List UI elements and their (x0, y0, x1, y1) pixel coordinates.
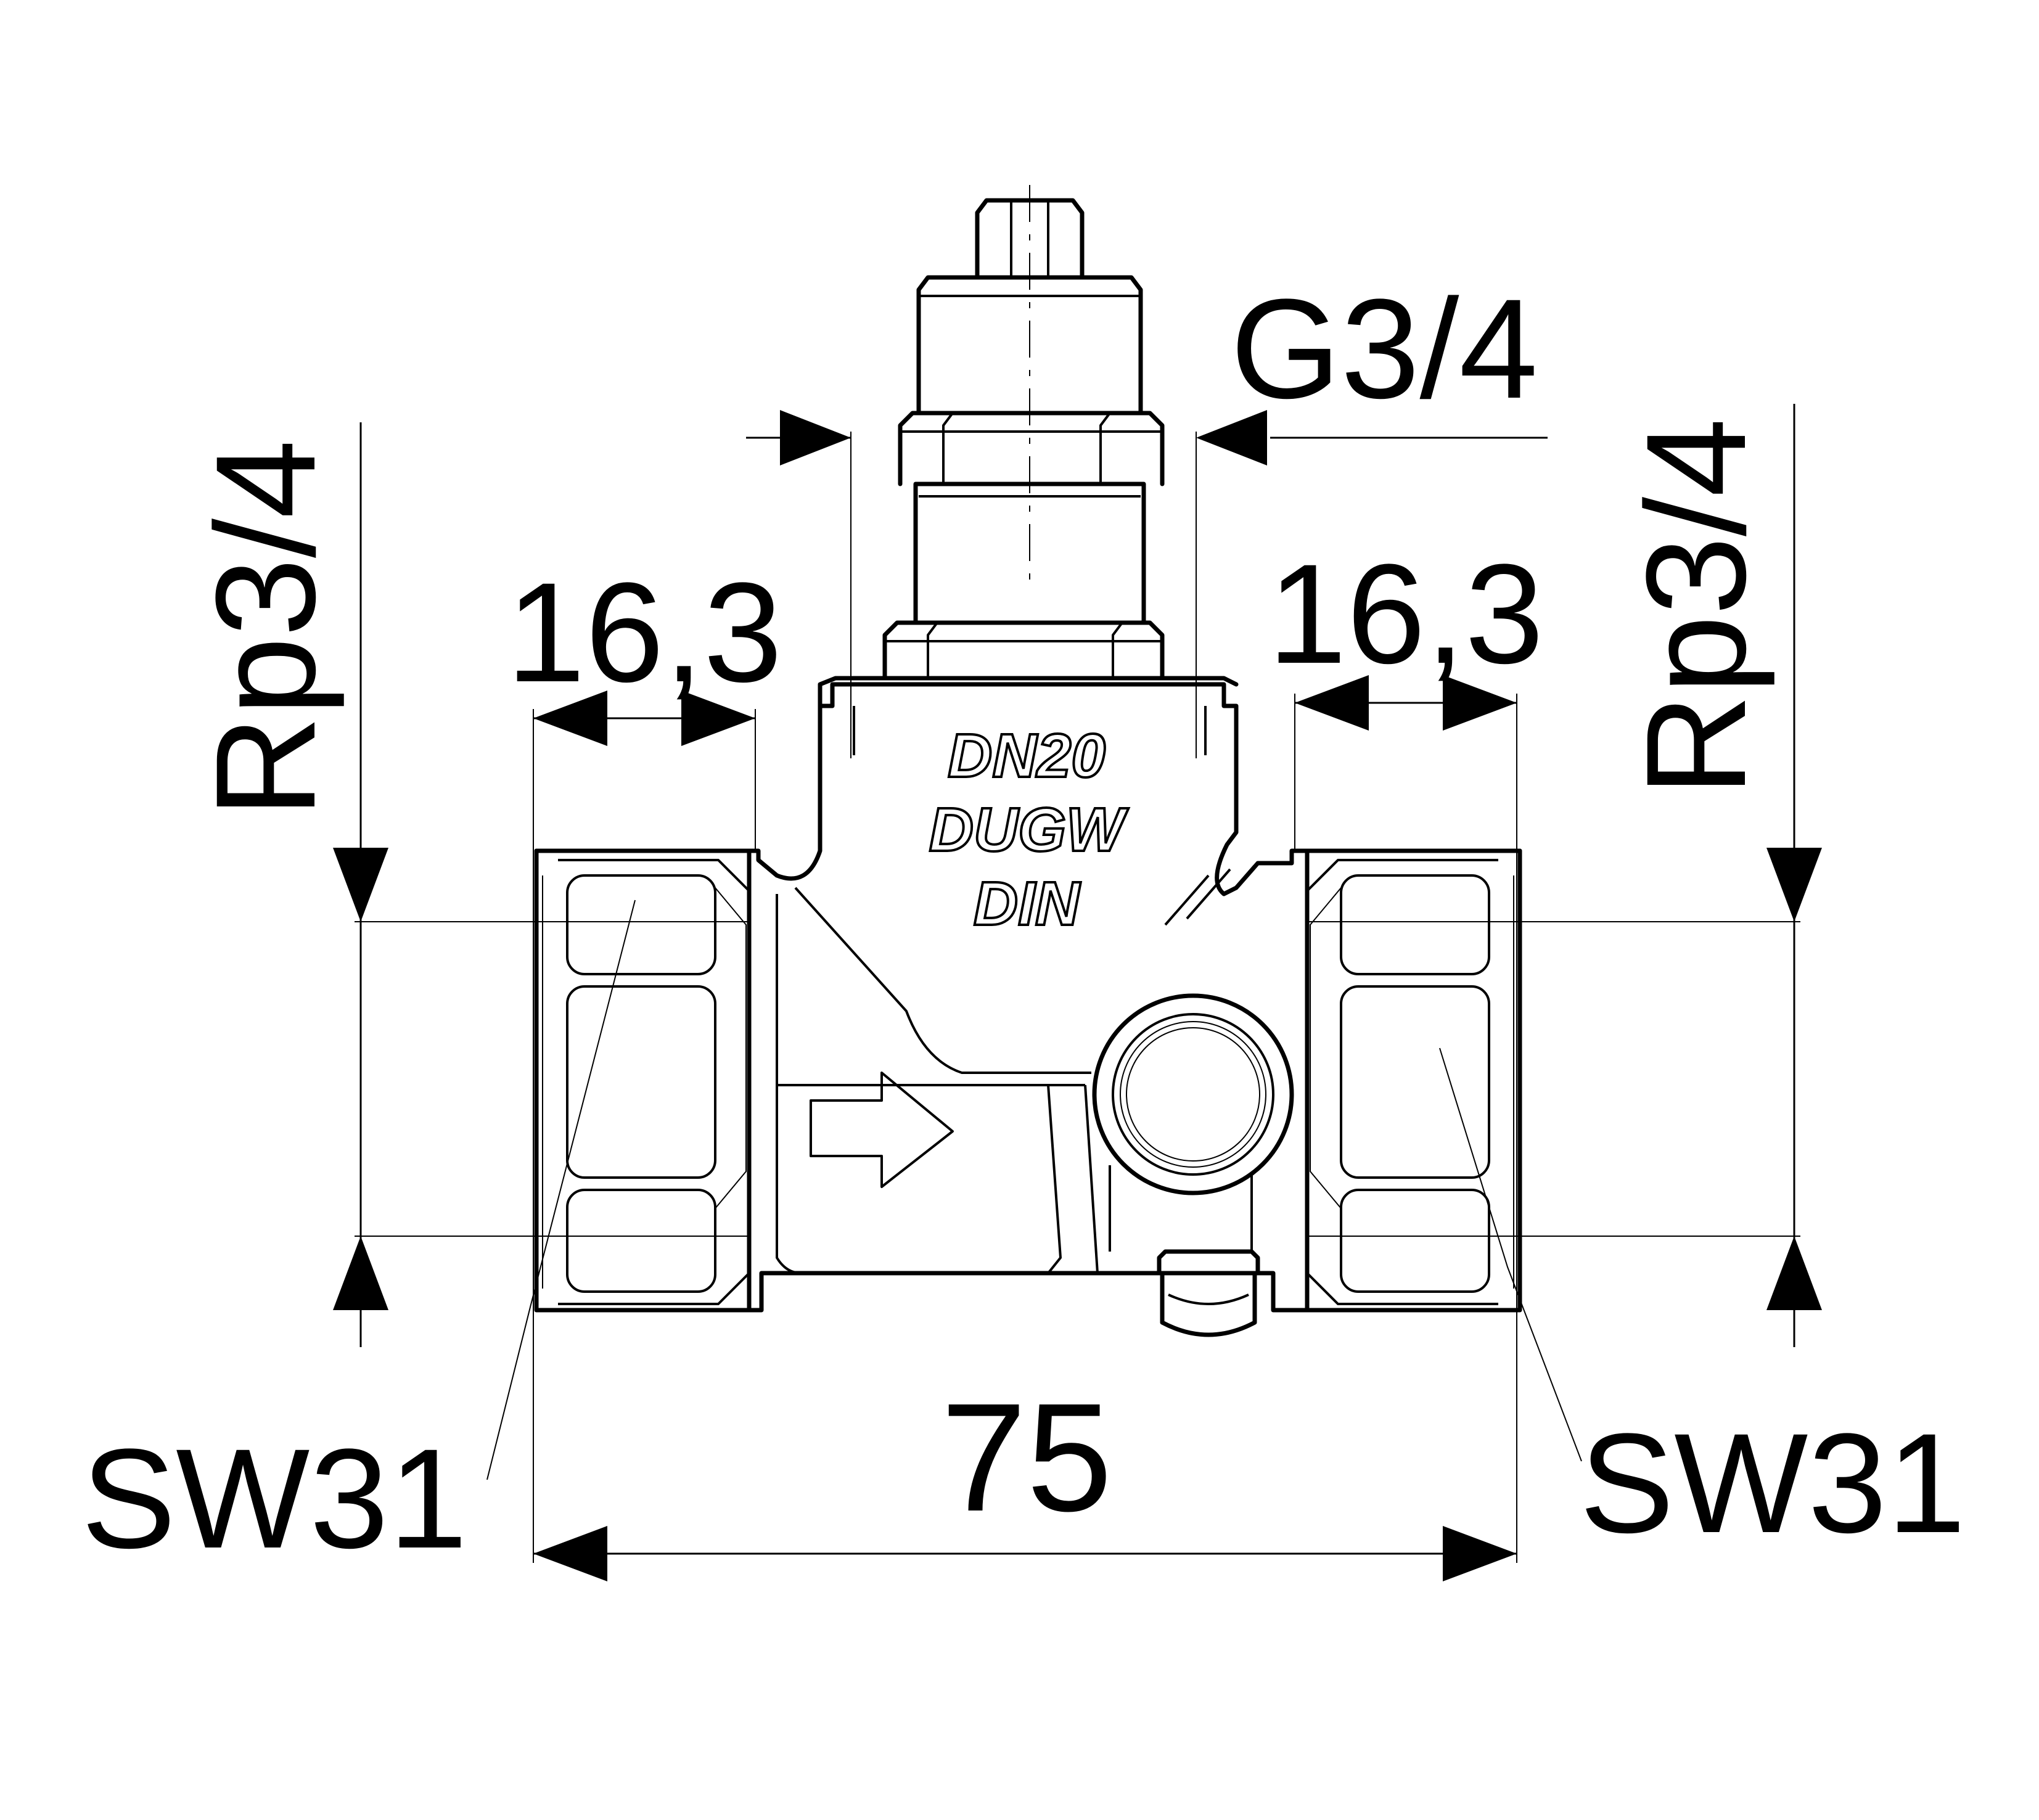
arrow-left-icon (533, 691, 607, 746)
label-left-thread: Rp3/4 (186, 440, 345, 818)
arrow-down-icon (1766, 848, 1822, 922)
arrow-right-icon (1443, 675, 1517, 731)
label-right-wrench: SW31 (1580, 1404, 1966, 1562)
label-left-wrench: SW31 (81, 1419, 467, 1578)
arrow-up-icon (333, 1236, 388, 1310)
arrow-right-icon (681, 691, 755, 746)
dimension-labels: G3/4 16,3 16,3 Rp3/4 Rp3/4 75 SW31 SW31 (81, 269, 1966, 1578)
marking-dugw: DUGW (929, 795, 1129, 864)
marking-dn20: DN20 (948, 721, 1106, 790)
body-markings: DN20 DUGW DIN (928, 720, 1130, 940)
arrow-up-icon (1766, 1236, 1822, 1310)
arrow-down-icon (333, 848, 388, 922)
label-g34: G3/4 (1231, 269, 1538, 428)
valve-body (534, 676, 1522, 1337)
dimension-lines (333, 404, 1822, 1581)
arrow-right-icon (780, 410, 851, 465)
label-left-depth: 16,3 (506, 553, 782, 711)
label-right-depth: 16,3 (1268, 535, 1544, 693)
arrow-left-icon (1196, 410, 1267, 465)
arrow-left-icon (1295, 675, 1369, 731)
arrow-left-icon (533, 1526, 607, 1581)
arrow-right-icon (1443, 1526, 1517, 1581)
right-arrow-icon (810, 1072, 954, 1188)
upper-fitting (882, 185, 1165, 681)
marking-din: DIN (974, 869, 1081, 938)
label-right-thread: Rp3/4 (1617, 418, 1775, 797)
label-overall-length: 75 (941, 1371, 1112, 1543)
